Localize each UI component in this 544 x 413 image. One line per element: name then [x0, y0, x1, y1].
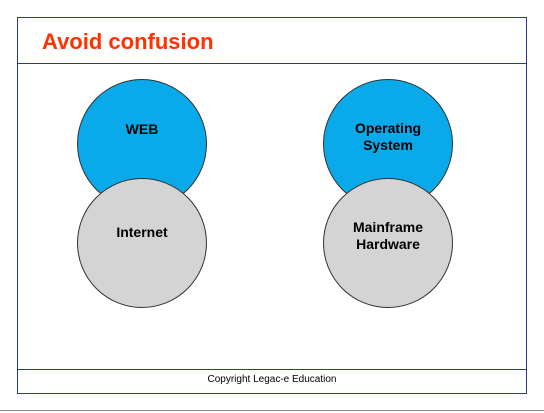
copyright-footer: Copyright Legac-e Education — [207, 374, 337, 385]
web-label: WEB — [125, 120, 159, 137]
footer-divider — [18, 369, 526, 370]
window-bottom-edge — [0, 410, 544, 411]
slide-title: Avoid confusion — [42, 29, 214, 54]
title-divider — [18, 63, 526, 64]
mainframe-hardware-circle: Mainframe Hardware — [323, 178, 453, 308]
slide: Avoid confusion WEB Internet Operating S… — [17, 17, 527, 394]
internet-circle: Internet — [77, 178, 207, 308]
operating-system-label: Operating System — [354, 120, 422, 153]
internet-label: Internet — [116, 223, 168, 240]
mainframe-hardware-label: Mainframe Hardware — [352, 219, 424, 252]
